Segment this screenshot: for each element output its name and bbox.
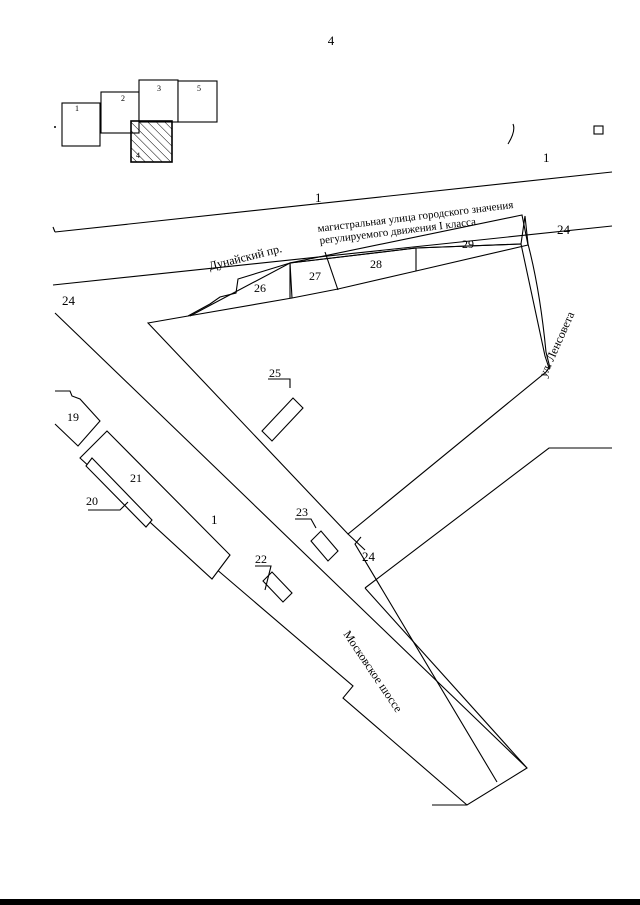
parcel-label-25: 25: [269, 366, 281, 380]
sheet-1[interactable]: [61, 102, 101, 147]
sheet-3-label: 3: [157, 84, 161, 93]
moskovskoe-west-line: [54, 312, 528, 769]
leader-23: [295, 518, 317, 529]
corner-marker: [593, 125, 604, 135]
block-main: [146, 243, 550, 535]
zone-label-1-moskovskoe: 1: [211, 512, 218, 527]
highway-south-boundary: [52, 225, 613, 286]
parcel-label-29: 29: [462, 237, 474, 251]
leader-25: [268, 378, 291, 388]
block-20: [85, 457, 153, 528]
parcel-26-south: [187, 297, 293, 317]
parcel-label-23: 23: [296, 505, 308, 519]
leader-20: [88, 501, 129, 511]
block-21: [79, 430, 231, 580]
block-parcels-frontage: [189, 215, 529, 317]
block-southeast: [364, 447, 612, 589]
page-bottom-border: [0, 899, 640, 905]
parcel-label-19: 19: [67, 410, 79, 424]
sheet-5[interactable]: [177, 80, 218, 123]
highway-north-boundary: [54, 171, 613, 233]
parcel-label-20: 20: [86, 494, 98, 508]
sheet-4-current[interactable]: [130, 120, 173, 163]
zone-label-24-top: 24: [557, 222, 571, 237]
sheet-4-label: 4: [136, 151, 140, 160]
parcel-label-21: 21: [130, 471, 142, 485]
zone-label-1-top: 1: [543, 150, 550, 165]
mark-dot: [54, 126, 56, 128]
zone-label-24-left: 24: [62, 293, 76, 308]
parcel-label-27: 27: [309, 269, 321, 283]
sheet-2-label: 2: [121, 94, 125, 103]
sheet-5-label: 5: [197, 84, 201, 93]
block-southeast-lower: [364, 587, 528, 806]
parcel-label-26: 26: [254, 281, 266, 295]
moskovskoe-east-outer: [214, 567, 468, 806]
parcel-label-28: 28: [370, 257, 382, 271]
sheet-1-label: 1: [75, 104, 79, 113]
parcel-22-shape: [262, 571, 293, 603]
sheet-key-map: 1 2 3 4 5: [61, 79, 218, 163]
moskovskoe-inner: [354, 536, 498, 783]
block-19: [54, 390, 101, 447]
parcel-label-22: 22: [255, 552, 267, 566]
page-number: 4: [328, 33, 335, 48]
sheet-2[interactable]: [100, 91, 140, 134]
zone-label-24-center: 24: [362, 549, 376, 564]
leader-22: [255, 565, 272, 591]
parcel-25-shape: [261, 397, 304, 442]
highway-arc: [507, 123, 515, 145]
highway-label-1: 1: [315, 190, 322, 205]
sheet-3[interactable]: [138, 79, 179, 123]
highway-west-cap: [52, 226, 56, 233]
parcel-23-shape: [310, 530, 339, 562]
lensoveta-edge: [527, 243, 551, 369]
